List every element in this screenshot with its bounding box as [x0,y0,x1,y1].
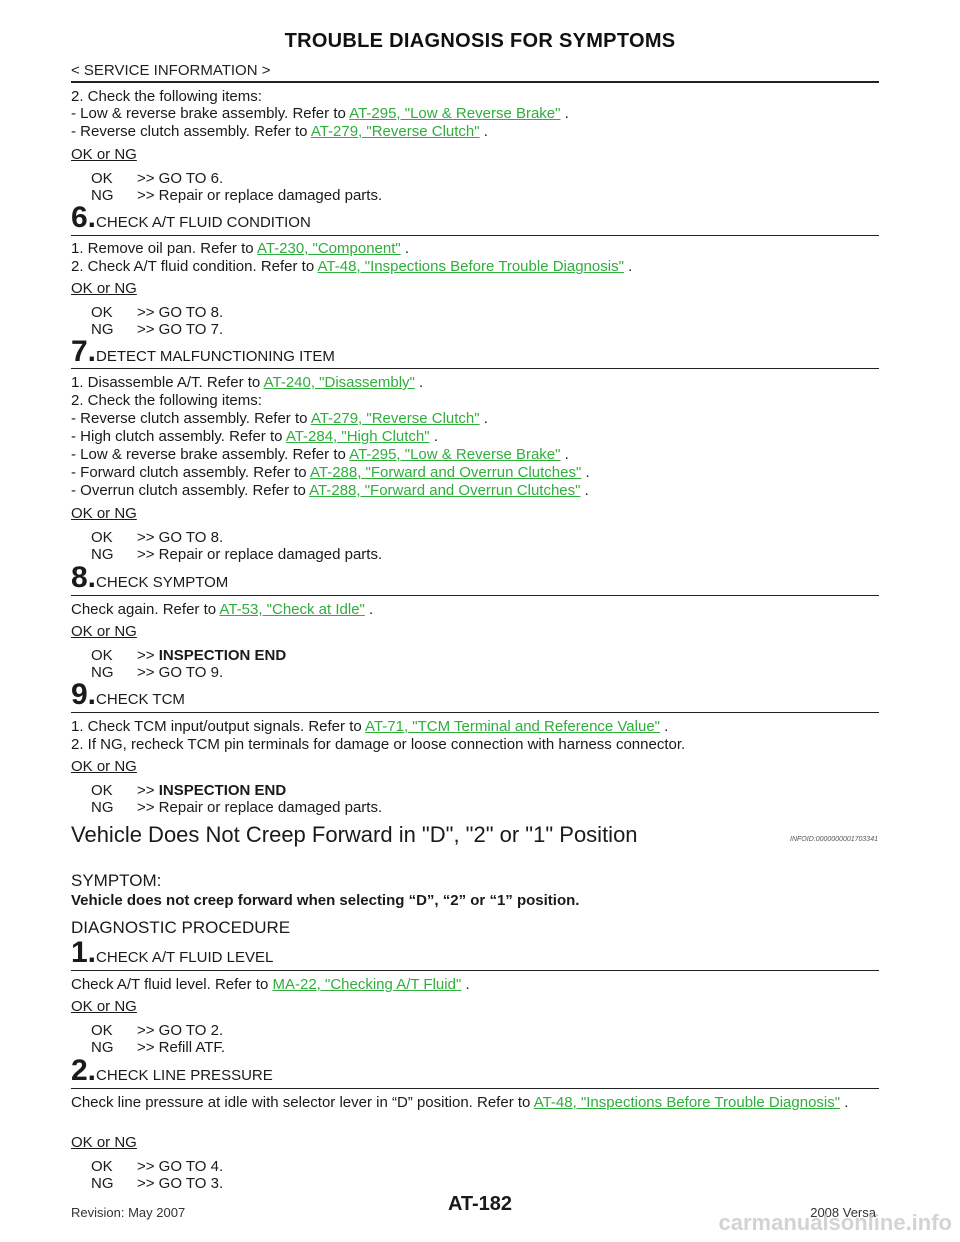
paragraph: Check line pressure at idle with selecto… [71,1094,849,1111]
model-text: 2008 Versa [810,1205,876,1220]
step-heading: 9.CHECK TCM [71,678,185,711]
list-item: 2. Check the following items: [71,392,262,409]
ok-result: OK>> GO TO 8. [91,529,224,546]
list-item: - Overrun clutch assembly. Refer to AT-2… [71,482,589,499]
ng-result: NG>> Repair or replace damaged parts. [91,799,383,816]
list-item: 1. Remove oil pan. Refer to AT-230, "Com… [71,240,410,257]
ok-or-ng-label: OK or NG [71,146,137,163]
ok-or-ng-label: OK or NG [71,1134,137,1151]
page-number: AT-182 [447,1193,513,1215]
ng-result: NG>> GO TO 3. [91,1175,224,1192]
reference-link[interactable]: AT-230, "Component" [256,240,401,257]
ng-result: NG>> GO TO 9. [91,664,224,681]
ng-result: NG>> Repair or replace damaged parts. [91,546,383,563]
step-rule [71,970,879,971]
reference-link[interactable]: MA-22, "Checking A/T Fluid" [272,976,462,993]
list-item: - Low & reverse brake assembly. Refer to… [71,446,569,463]
list-item: - Reverse clutch assembly. Refer to AT-2… [71,123,488,140]
step-rule [71,368,879,369]
step-rule [71,595,879,596]
reference-link[interactable]: AT-279, "Reverse Clutch" [310,123,480,140]
ok-result: OK>> INSPECTION END [91,647,287,664]
ok-result: OK>> GO TO 8. [91,304,224,321]
header-rule [71,81,879,83]
step-heading: 2.CHECK LINE PRESSURE [71,1054,273,1087]
ok-or-ng-label: OK or NG [71,505,137,522]
section-title: Vehicle Does Not Creep Forward in "D", "… [71,822,638,847]
reference-link[interactable]: AT-284, "High Clutch" [285,428,430,445]
ok-result: OK>> GO TO 6. [91,170,224,187]
list-item: 2. Check the following items: [71,88,262,105]
ok-or-ng-label: OK or NG [71,623,137,640]
ok-or-ng-label: OK or NG [71,998,137,1015]
step-heading: 7.DETECT MALFUNCTIONING ITEM [71,335,335,368]
page-title: TROUBLE DIAGNOSIS FOR SYMPTOMS [284,30,676,52]
reference-link[interactable]: AT-288, "Forward and Overrun Clutches" [309,464,582,481]
list-item: - High clutch assembly. Refer to AT-284,… [71,428,438,445]
list-item: 1. Disassemble A/T. Refer to AT-240, "Di… [71,374,424,391]
reference-link[interactable]: AT-48, "Inspections Before Trouble Diagn… [533,1094,841,1111]
reference-link[interactable]: AT-71, "TCM Terminal and Reference Value… [365,718,660,735]
step-heading: 1.CHECK A/T FLUID LEVEL [71,936,274,969]
ok-result: OK>> GO TO 4. [91,1158,224,1175]
ng-result: NG>> GO TO 7. [91,321,224,338]
reference-link[interactable]: AT-240, "Disassembly" [263,374,415,391]
revision-text: Revision: May 2007 [71,1205,186,1220]
list-item: 1. Check TCM input/output signals. Refer… [71,718,669,735]
list-item: - Forward clutch assembly. Refer to AT-2… [71,464,590,481]
ok-or-ng-label: OK or NG [71,280,137,297]
info-id: INFOID:0000000001703341 [790,836,878,843]
watermark: carmanualsonline.info [718,1210,953,1235]
list-item: - Reverse clutch assembly. Refer to AT-2… [71,410,488,427]
ng-result: NG>> Refill ATF. [91,1039,226,1056]
step-rule [71,1088,879,1089]
step-heading: 8.CHECK SYMPTOM [71,561,229,594]
reference-link[interactable]: AT-288, "Forward and Overrun Clutches" [309,482,581,499]
reference-link[interactable]: AT-295, "Low & Reverse Brake" [349,105,561,122]
list-item: 2. Check A/T fluid condition. Refer to A… [71,258,633,275]
reference-link[interactable]: AT-279, "Reverse Clutch" [310,410,480,427]
ng-result: NG>> Repair or replace damaged parts. [91,187,383,204]
step-rule [71,235,879,236]
symptom-text: Vehicle does not creep forward when sele… [71,892,580,909]
step-rule [71,712,879,713]
list-item: Check again. Refer to AT-53, "Check at I… [71,601,374,618]
reference-link[interactable]: AT-295, "Low & Reverse Brake" [349,446,561,463]
ok-or-ng-label: OK or NG [71,758,137,775]
list-item: - Low & reverse brake assembly. Refer to… [71,105,569,122]
ok-result: OK>> GO TO 2. [91,1022,224,1039]
step-heading: 6.CHECK A/T FLUID CONDITION [71,201,311,234]
diagnostic-procedure-heading: DIAGNOSTIC PROCEDURE [71,918,291,937]
symptom-label: SYMPTOM: [71,871,162,890]
list-item: Check A/T fluid level. Refer to MA-22, "… [71,976,470,993]
reference-link[interactable]: AT-48, "Inspections Before Trouble Diagn… [317,258,624,275]
breadcrumb: < SERVICE INFORMATION > [71,62,271,79]
reference-link[interactable]: AT-53, "Check at Idle" [219,601,365,618]
list-item: 2. If NG, recheck TCM pin terminals for … [71,736,686,753]
ok-result: OK>> INSPECTION END [91,782,287,799]
